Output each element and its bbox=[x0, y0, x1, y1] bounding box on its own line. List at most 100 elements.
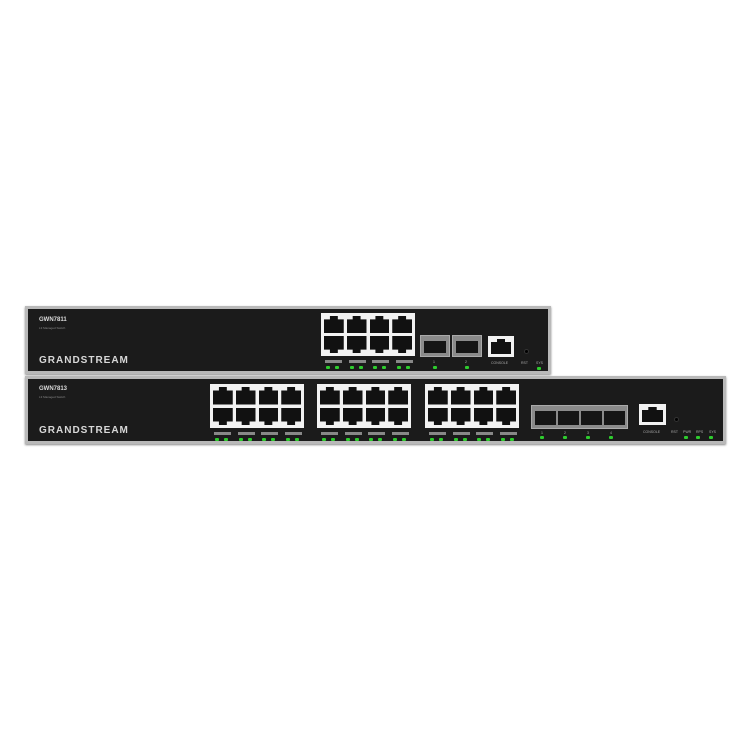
ethernet-port[interactable] bbox=[342, 407, 363, 425]
brand-logo: GRANDSTREAM bbox=[39, 425, 129, 436]
sfp-slot bbox=[456, 341, 478, 353]
pwr-led bbox=[684, 436, 688, 439]
ethernet-port[interactable] bbox=[342, 387, 363, 405]
port-number-label bbox=[429, 432, 446, 435]
reset-button[interactable] bbox=[674, 417, 679, 422]
ethernet-port[interactable] bbox=[324, 316, 344, 333]
model-subtitle: L3 Managed Switch bbox=[39, 395, 66, 399]
ethernet-port-block bbox=[210, 384, 304, 428]
ethernet-port[interactable] bbox=[235, 387, 256, 405]
sys-label: SYS bbox=[536, 361, 544, 365]
activity-led bbox=[378, 438, 382, 441]
rps-label: RPS bbox=[696, 430, 704, 434]
port-number-label bbox=[391, 432, 409, 435]
sfp-number-label: 3 bbox=[587, 431, 589, 435]
ethernet-port[interactable] bbox=[428, 407, 448, 425]
ethernet-port-block bbox=[425, 384, 519, 428]
sfp-port[interactable] bbox=[558, 411, 579, 425]
ethernet-port[interactable] bbox=[258, 387, 279, 405]
link-led bbox=[477, 438, 481, 441]
link-led bbox=[262, 438, 266, 441]
sfp-slot bbox=[424, 341, 446, 353]
model-name: GWN7813 bbox=[39, 386, 68, 392]
sfp-port[interactable] bbox=[581, 411, 602, 425]
ethernet-port[interactable] bbox=[213, 387, 233, 405]
activity-led bbox=[354, 438, 359, 441]
activity-led bbox=[405, 366, 410, 369]
sys-label: SYS bbox=[709, 430, 717, 434]
ethernet-port[interactable] bbox=[496, 407, 516, 425]
ethernet-port[interactable] bbox=[346, 316, 367, 333]
activity-led bbox=[439, 438, 443, 441]
ethernet-port[interactable] bbox=[473, 407, 494, 425]
link-led bbox=[349, 366, 354, 369]
activity-led bbox=[486, 438, 490, 441]
link-led bbox=[345, 438, 350, 441]
sfp-number-label: 2 bbox=[564, 431, 566, 435]
sfp-port[interactable] bbox=[452, 335, 482, 357]
ethernet-port[interactable] bbox=[281, 387, 301, 405]
model-subtitle: L3 Managed Switch bbox=[39, 326, 66, 330]
console-label: CONSOLE bbox=[643, 430, 661, 434]
ethernet-port[interactable] bbox=[258, 407, 279, 425]
sfp-led bbox=[609, 436, 613, 439]
sfp-port[interactable] bbox=[420, 335, 450, 357]
ethernet-port[interactable] bbox=[392, 336, 412, 353]
ethernet-port[interactable] bbox=[450, 407, 471, 425]
port-number-label bbox=[321, 432, 338, 435]
ethernet-port[interactable] bbox=[213, 407, 233, 425]
ethernet-port[interactable] bbox=[320, 407, 340, 425]
reset-button[interactable] bbox=[524, 349, 529, 354]
link-led bbox=[369, 438, 373, 441]
sfp-port[interactable] bbox=[604, 411, 625, 425]
port-number-label bbox=[325, 360, 342, 363]
port-number-label bbox=[368, 432, 385, 435]
port-number-label bbox=[344, 432, 362, 435]
sfp-port-block bbox=[531, 405, 628, 429]
activity-led bbox=[247, 438, 252, 441]
sfp-port[interactable] bbox=[535, 411, 556, 425]
link-led bbox=[396, 366, 401, 369]
link-led bbox=[322, 438, 326, 441]
ethernet-port[interactable] bbox=[324, 336, 344, 353]
ethernet-port[interactable] bbox=[320, 387, 340, 405]
ethernet-port[interactable] bbox=[365, 387, 386, 405]
ethernet-port[interactable] bbox=[428, 387, 448, 405]
ethernet-port[interactable] bbox=[392, 316, 412, 333]
sfp-number-label: 4 bbox=[610, 431, 612, 435]
activity-led bbox=[382, 366, 386, 369]
link-led bbox=[285, 438, 290, 441]
console-port bbox=[488, 336, 514, 357]
port-number-label bbox=[372, 360, 389, 363]
sys-led bbox=[709, 436, 713, 439]
ethernet-port[interactable] bbox=[388, 407, 408, 425]
ethernet-port[interactable] bbox=[281, 407, 301, 425]
rst-label: RST bbox=[521, 361, 528, 365]
port-number-label bbox=[499, 432, 517, 435]
ethernet-port-block bbox=[317, 384, 411, 428]
port-number-label bbox=[261, 432, 278, 435]
gwn7811-switch: GWN7811 L3 Managed Switch GRANDSTREAM CO… bbox=[25, 306, 551, 374]
activity-led bbox=[462, 438, 467, 441]
activity-led bbox=[224, 438, 228, 441]
ethernet-port[interactable] bbox=[235, 407, 256, 425]
ethernet-port[interactable] bbox=[369, 336, 390, 353]
link-led bbox=[430, 438, 434, 441]
ethernet-port[interactable] bbox=[496, 387, 516, 405]
ethernet-port[interactable] bbox=[450, 387, 471, 405]
link-led bbox=[326, 366, 330, 369]
ethernet-port[interactable] bbox=[346, 336, 367, 353]
activity-led bbox=[509, 438, 514, 441]
ethernet-port[interactable] bbox=[473, 387, 494, 405]
ethernet-port[interactable] bbox=[365, 407, 386, 425]
port-number-label bbox=[284, 432, 302, 435]
link-led bbox=[453, 438, 458, 441]
sfp-number-label: 1 bbox=[541, 431, 543, 435]
ethernet-port[interactable] bbox=[388, 387, 408, 405]
link-led bbox=[500, 438, 505, 441]
model-name: GWN7811 bbox=[39, 317, 67, 323]
ethernet-port[interactable] bbox=[369, 316, 390, 333]
port-number-label bbox=[237, 432, 255, 435]
link-led bbox=[215, 438, 219, 441]
rst-label: RST bbox=[671, 430, 678, 434]
